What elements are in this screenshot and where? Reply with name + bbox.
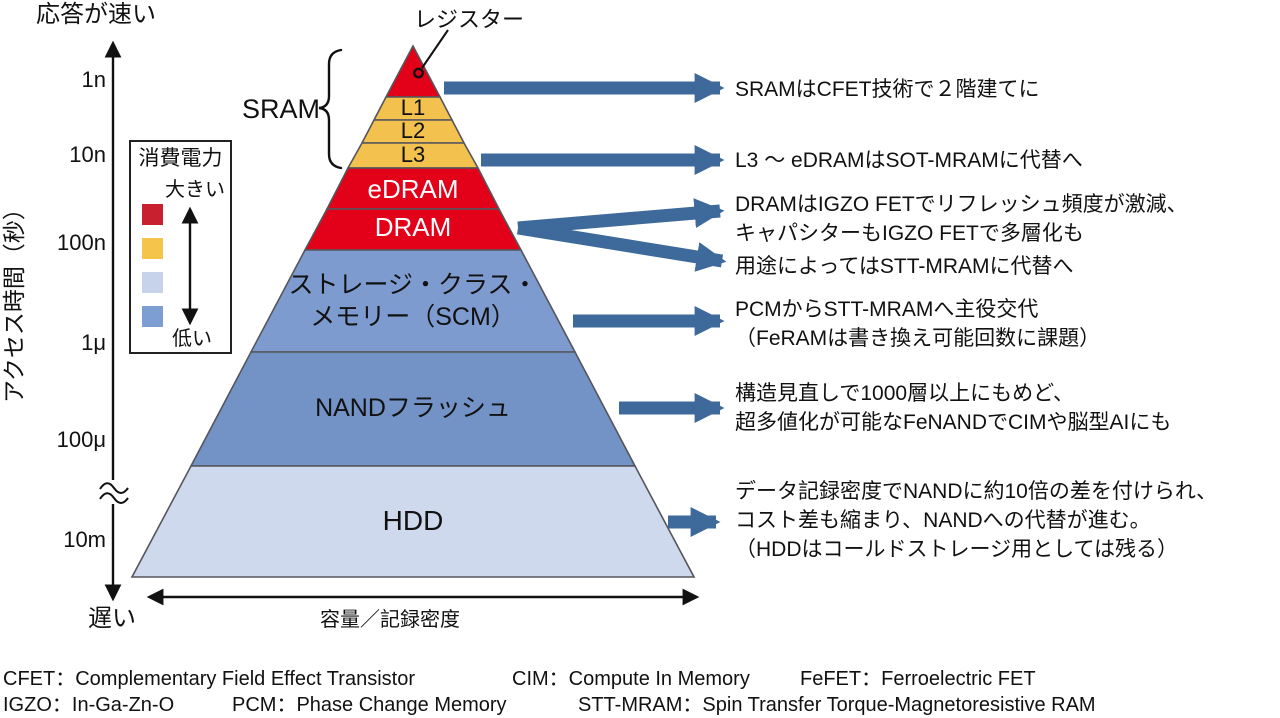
y-tick-1u: 1μ (81, 330, 106, 355)
sram-brace (318, 48, 343, 170)
annotation-dram: DRAMはIGZO FETでリフレッシュ頻度が激減、 キャパシターもIGZO F… (735, 193, 1188, 245)
x-axis-title: 容量／記録密度 (320, 609, 460, 631)
footer-cfet: CFET：Complementary Field Effect Transist… (3, 668, 415, 690)
y-tick-10m: 10m (63, 527, 106, 552)
label-scm: ストレージ・クラス・ メモリー（SCM） (288, 271, 538, 331)
y-axis-break-wave-2 (99, 492, 129, 504)
annotation-l3-edram: L3 ～ eDRAMはSOT-MRAMに代替へ (735, 149, 1083, 172)
legend-title: 消費電力 (138, 147, 223, 170)
legend-low-label: 低い (172, 328, 212, 350)
legend-swatch-red (142, 204, 163, 225)
label-hdd: HDD (382, 505, 444, 536)
pyramid-level-hdd (130, 465, 696, 578)
y-tick-100n: 100n (57, 230, 106, 255)
y-axis-break-mask (103, 480, 123, 504)
annotation-sram: SRAMはCFET技術で２階建てに (735, 78, 1040, 101)
label-l2: L2 (400, 118, 426, 143)
legend-swatch-blue (142, 306, 163, 327)
footer-sttmram: STT-MRAM：Spin Transfer Torque-Magnetores… (578, 694, 1096, 716)
label-edram: eDRAM (367, 174, 459, 204)
register-label: レジスター (414, 7, 525, 32)
footer-cim: CIM：Compute In Memory (512, 668, 750, 690)
legend-high-label: 大きい (165, 179, 225, 201)
y-axis-fast-label: 応答が速い (36, 1, 156, 28)
register-leader-line (421, 29, 449, 69)
y-tick-100u: 100μ (56, 427, 106, 452)
sram-label: SRAM (242, 94, 321, 124)
y-tick-1n: 1n (81, 67, 106, 92)
footer-pcm: PCM：Phase Change Memory (232, 694, 507, 716)
label-nand: NANDフラッシュ (315, 394, 511, 422)
y-tick-10n: 10n (69, 142, 106, 167)
footer-igzo: IGZO：In-Ga-Zn-O (3, 694, 175, 716)
annotation-hdd: データ記録密度でNANDに約10倍の差を付けられ、 コスト差も縮まり、NANDへ… (735, 480, 1218, 561)
y-axis-break-wave-1 (99, 482, 129, 494)
annotation-scm: PCMからSTT-MRAMへ主役交代 （FeRAMは書き換え可能回数に課題） (735, 298, 1101, 350)
legend-swatch-lightblue (142, 272, 163, 293)
register-dot-icon (413, 67, 424, 79)
y-axis-slow-label: 遅い (88, 605, 136, 632)
label-l1: L1 (400, 95, 426, 120)
arrow-dram-lower-icon (516, 221, 727, 272)
annotation-nand: 構造見直しで1000層以上にもめど、 超多値化が可能なFeNANDでCIMや脳型… (735, 382, 1172, 434)
footer-fefet: FeFET：Ferroelectric FET (800, 668, 1036, 690)
arrow-dram-upper-icon (517, 198, 725, 235)
label-dram: DRAM (374, 212, 452, 242)
y-axis-title: アクセス時間（秒） (1, 197, 27, 403)
annotation-stt-mram: 用途によってはSTT-MRAMに代替へ (735, 255, 1074, 278)
legend-swatch-yellow (142, 238, 163, 259)
label-l3: L3 (400, 142, 426, 167)
